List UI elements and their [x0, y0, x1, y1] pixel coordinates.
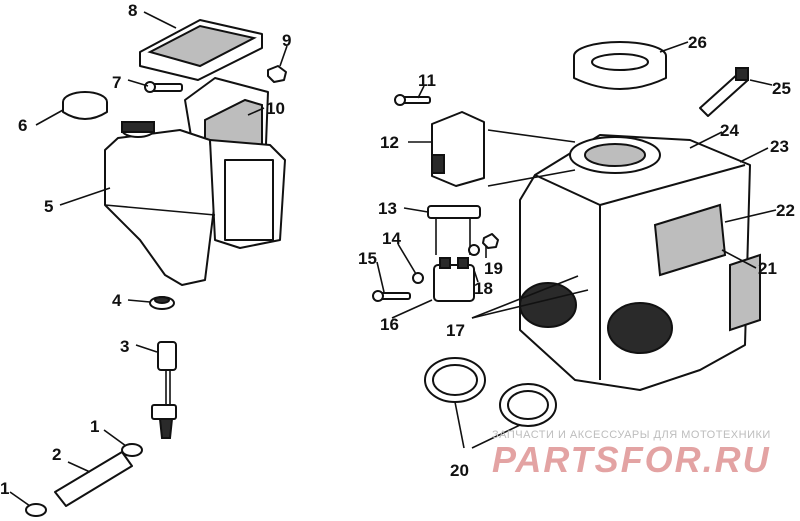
part-1-hose-clamp-lower — [25, 503, 47, 517]
callout-12: 12 — [380, 133, 399, 152]
part-11-bolt — [394, 94, 431, 106]
leader-lines — [9, 11, 777, 507]
part-9-nut — [267, 65, 287, 83]
part-26-seal-ring — [573, 41, 667, 90]
callout-11: 11 — [418, 71, 436, 90]
part-12-module — [431, 111, 485, 187]
callout-6: 6 — [18, 116, 27, 135]
part-6-filler-cap — [62, 91, 108, 120]
callout-16: 16 — [380, 315, 399, 334]
part-21-22-side-panels — [653, 203, 761, 332]
part-4-grommet — [149, 296, 175, 310]
part-2-hose — [54, 451, 133, 507]
watermark-logo: PARTSFOR.RU — [492, 439, 771, 480]
tank-filler-neck — [121, 121, 155, 138]
callout-13: 13 — [378, 199, 397, 218]
callout-numbers: 8 9 7 6 10 5 4 3 1 2 1 11 12 13 14 15 16… — [0, 1, 795, 498]
callout-14: 14 — [382, 229, 401, 248]
callout-9: 9 — [282, 31, 291, 50]
part-1-hose-clamp-upper — [121, 443, 143, 457]
callout-20: 20 — [450, 461, 469, 480]
part-14-washer — [412, 272, 424, 284]
part-20-seal-right — [499, 383, 557, 427]
watermark-tagline: ЗАПЧАСТИ И АКСЕССУАРЫ ДЛЯ МОТОТЕХНИКИ — [492, 429, 771, 441]
callout-3: 3 — [120, 337, 129, 356]
part-20-seal-left — [424, 357, 486, 403]
callout-25: 25 — [772, 79, 791, 98]
part-16-18-ignition-coil — [433, 257, 475, 302]
part-19-nut — [468, 233, 499, 256]
part-8-cover — [139, 19, 263, 81]
callout-18: 18 — [474, 279, 493, 298]
callout-17: 17 — [446, 321, 465, 340]
callout-4: 4 — [112, 291, 122, 310]
part-25-strap — [699, 67, 749, 117]
callout-7: 7 — [112, 73, 121, 92]
callout-2: 2 — [52, 445, 61, 464]
watermark: ЗАПЧАСТИ И АКСЕССУАРЫ ДЛЯ МОТОТЕХНИКИ PA… — [492, 429, 771, 480]
part-5-oil-tank — [104, 129, 286, 286]
part-7-screw — [144, 81, 183, 93]
callout-5: 5 — [44, 197, 53, 216]
callout-21: 21 — [758, 259, 777, 278]
callout-8: 8 — [128, 1, 137, 20]
callout-15: 15 — [358, 249, 377, 268]
callout-26: 26 — [688, 33, 707, 52]
callout-1-lower: 1 — [0, 479, 9, 498]
part-3-level-sensor — [151, 341, 177, 439]
callout-1-upper: 1 — [90, 417, 99, 436]
callout-10: 10 — [266, 99, 285, 118]
part-23-airbox-housing — [519, 134, 751, 391]
callout-19: 19 — [484, 259, 503, 278]
callout-22: 22 — [776, 201, 795, 220]
part-15-bolt — [372, 290, 411, 302]
callout-24: 24 — [720, 121, 739, 140]
callout-23: 23 — [770, 137, 789, 156]
